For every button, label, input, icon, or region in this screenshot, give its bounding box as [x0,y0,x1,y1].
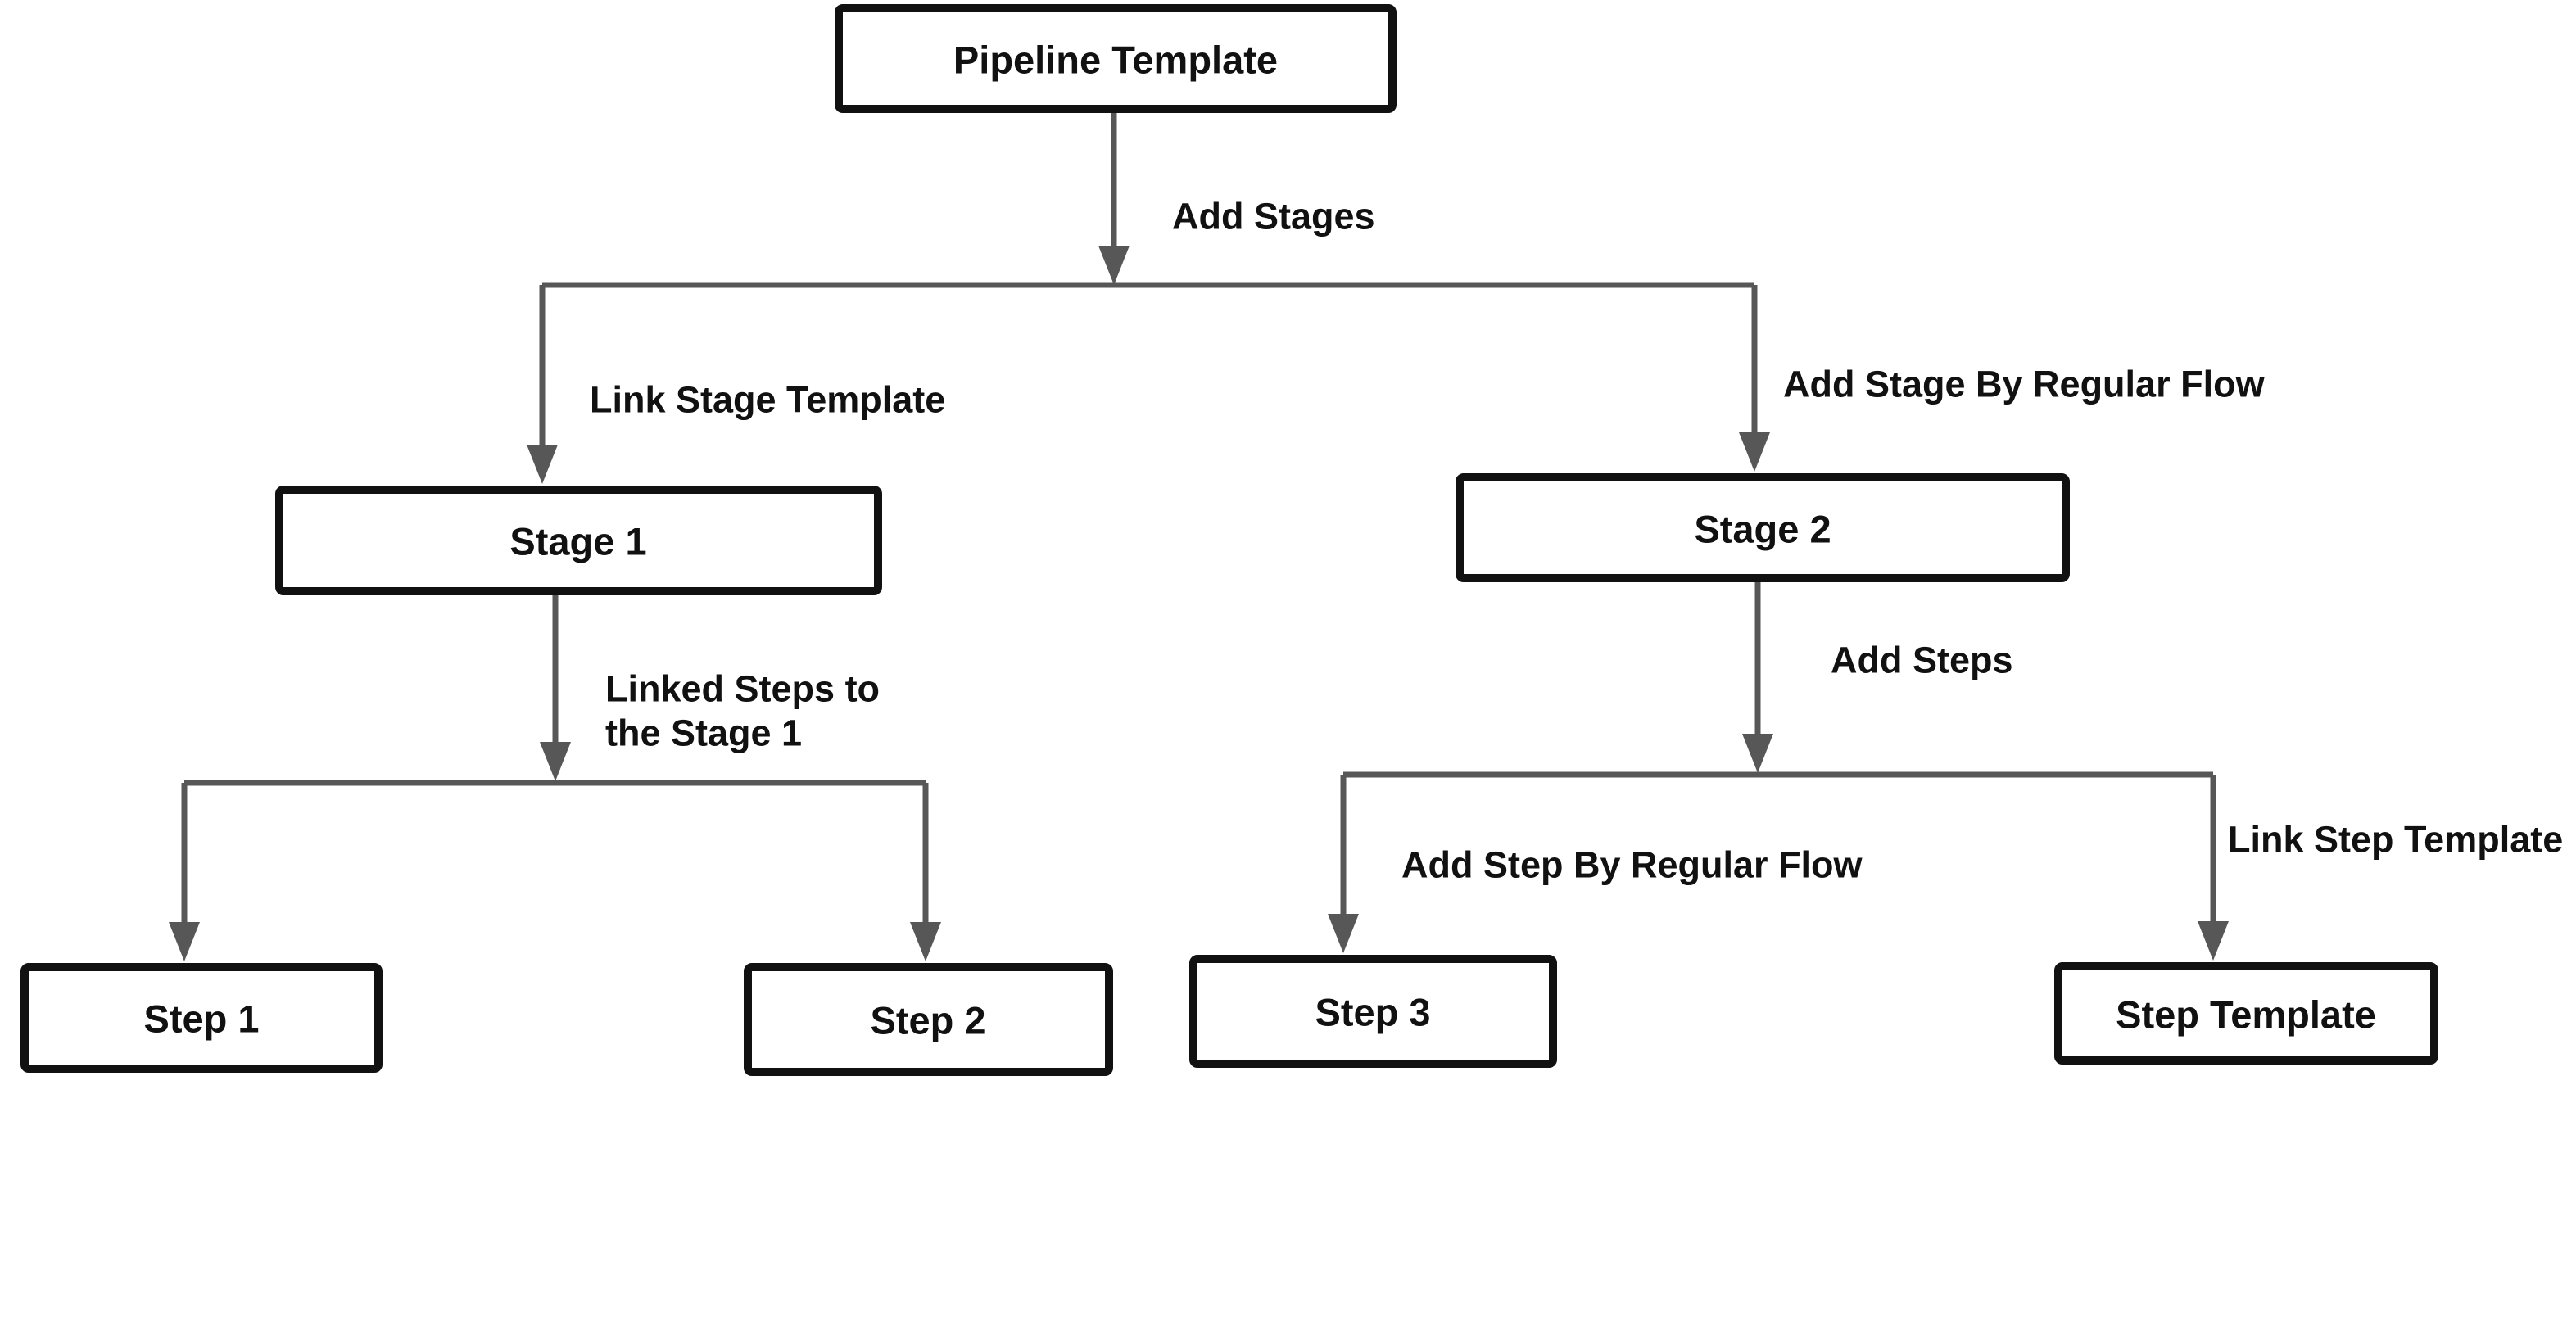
node-stage-1: Stage 1 [275,486,882,595]
node-step-template-label: Step Template [2116,993,2376,1037]
arrowhead-add-stages [1098,246,1130,285]
arrowhead-stage-1 [527,445,558,484]
node-step-3-label: Step 3 [1315,991,1430,1034]
node-stage-1-label: Stage 1 [509,520,646,563]
node-stage-2-label: Stage 2 [1694,508,1831,551]
node-step-2-box [744,963,1113,1076]
node-step-3: Step 3 [1189,955,1557,1068]
node-step-1-box [20,963,383,1073]
node-pipeline-template: Pipeline Template [835,4,1397,113]
arrowhead-step-2 [910,922,941,961]
edge-label-add-steps: Add Steps [1831,640,2013,681]
arrowhead-add-steps [1742,734,1773,773]
edge-label-add-stage-by-regular-flow: Add Stage By Regular Flow [1783,364,2266,405]
node-stage-1-box [275,486,882,595]
arrowhead-stage-1-branch [540,742,571,781]
node-step-template: Step Template [2054,962,2438,1065]
node-step-1: Step 1 [20,963,383,1073]
arrowhead-stage-2 [1739,432,1770,472]
node-step-3-box [1189,955,1557,1068]
arrowhead-step-1 [169,922,200,961]
edge-label-link-stage-template: Link Stage Template [590,379,945,421]
node-stage-2-box [1456,473,2070,582]
node-step-2: Step 2 [744,963,1113,1076]
node-stage-2: Stage 2 [1456,473,2070,582]
edge-label-add-stages: Add Stages [1172,196,1375,237]
arrowhead-step-template [2198,921,2229,961]
edge-label-link-step-template: Link Step Template [2228,819,2563,861]
node-pipeline-template-box [835,4,1397,113]
edge-label-add-step-by-regular-flow: Add Step By Regular Flow [1401,844,1863,886]
node-pipeline-template-label: Pipeline Template [953,38,1278,82]
node-step-2-label: Step 2 [870,999,985,1042]
node-step-template-box [2054,962,2438,1065]
edge-label-linked-steps-line2: the Stage 1 [605,712,802,754]
node-step-1-label: Step 1 [143,997,259,1041]
arrowhead-step-3 [1328,914,1359,953]
edge-label-linked-steps-line1: Linked Steps to [605,668,880,710]
